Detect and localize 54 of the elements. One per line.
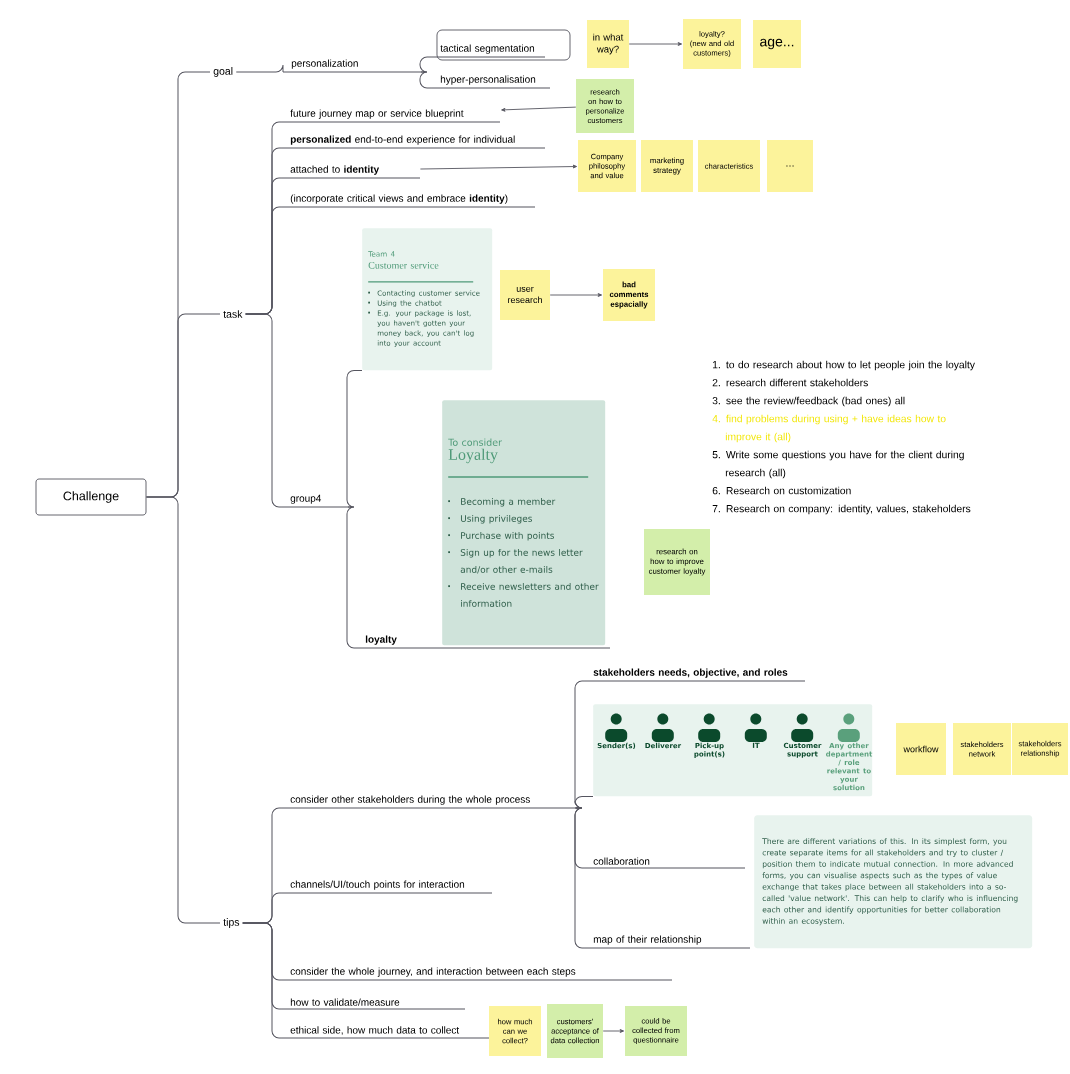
branch-line: [419, 71, 433, 89]
list-item: 2. research different stakeholders: [712, 378, 868, 387]
card-title: Customer service: [368, 262, 439, 269]
topic-label: tips: [223, 918, 240, 928]
list-item: 5. Write some questions you have for the client during research (all): [712, 450, 964, 479]
branch-label: tactical segmentation: [431, 29, 571, 61]
bullet-item: Sign up for the news letter and/or other e-mails: [448, 548, 583, 574]
card-label: To consider: [448, 438, 502, 446]
branch-line: [145, 496, 221, 924]
sticky-note: age...: [753, 20, 801, 68]
branch-label: stakeholders needs, objective, and roles: [584, 668, 806, 682]
branch-label: collaboration: [584, 857, 746, 869]
root-box: Challenge: [35, 478, 147, 516]
sticky-note: workflow: [896, 723, 946, 775]
info-card: [442, 400, 606, 646]
branch-line: [235, 64, 284, 73]
topic-label: goal: [213, 67, 233, 77]
sticky-note: in what way?: [587, 20, 629, 68]
branch-label: future journey map or service blueprint: [281, 109, 501, 123]
card-title: Loyalty: [448, 448, 498, 464]
branch-line: [419, 56, 433, 73]
list-item: 7. Research on company: identity, values, stakeholders: [712, 504, 971, 515]
bullet-item: Purchase with points: [448, 531, 555, 541]
branch-label: how to validate/measure: [281, 998, 466, 1010]
bullet-item: Receive newsletters and other information: [448, 582, 599, 607]
arrow: [419, 164, 578, 170]
branch-label: group4: [281, 494, 348, 508]
list-item: 3. see the review/feedback (bad ones) all: [712, 396, 905, 407]
bullet-item: Using privileges: [448, 514, 532, 524]
bullet-item: Becoming a member: [448, 497, 556, 507]
topic-label: task: [223, 310, 243, 318]
branch-label: (incorporate critical views and embrace identity): [281, 194, 536, 208]
list-item: 4. find problems during using + have ideas how to improve it (all): [712, 414, 946, 443]
branch-label: consider other stakeholders during the whole process: [281, 795, 576, 809]
branch-line: [574, 795, 594, 809]
branch-label: consider the whole journey, and interaction between each steps: [281, 967, 673, 981]
branch-label: personalized end-to-end experience for individual: [281, 135, 546, 149]
branch-label: attached to identity: [281, 165, 421, 179]
branch-line: [346, 369, 363, 508]
list-item: 1. to do research about how to let people join the loyalty: [713, 360, 975, 371]
list-item: 6. Research on customization: [712, 486, 851, 495]
roles-panel: [593, 704, 873, 797]
sticky-note: user research: [500, 270, 550, 320]
arrow: [501, 106, 577, 112]
sticky-note: ...: [767, 140, 813, 192]
branch-label: hyper-personalisation: [431, 75, 551, 89]
arrow: [549, 293, 603, 297]
branch-label: personalization: [282, 59, 421, 73]
branch-label: map of their relationship: [584, 935, 751, 949]
arrow: [602, 1029, 625, 1033]
branch-label: channels/UI/touch points for interaction: [281, 880, 493, 894]
arrow: [628, 42, 683, 46]
branch-label: loyalty: [356, 635, 611, 649]
info-card: [362, 228, 493, 371]
